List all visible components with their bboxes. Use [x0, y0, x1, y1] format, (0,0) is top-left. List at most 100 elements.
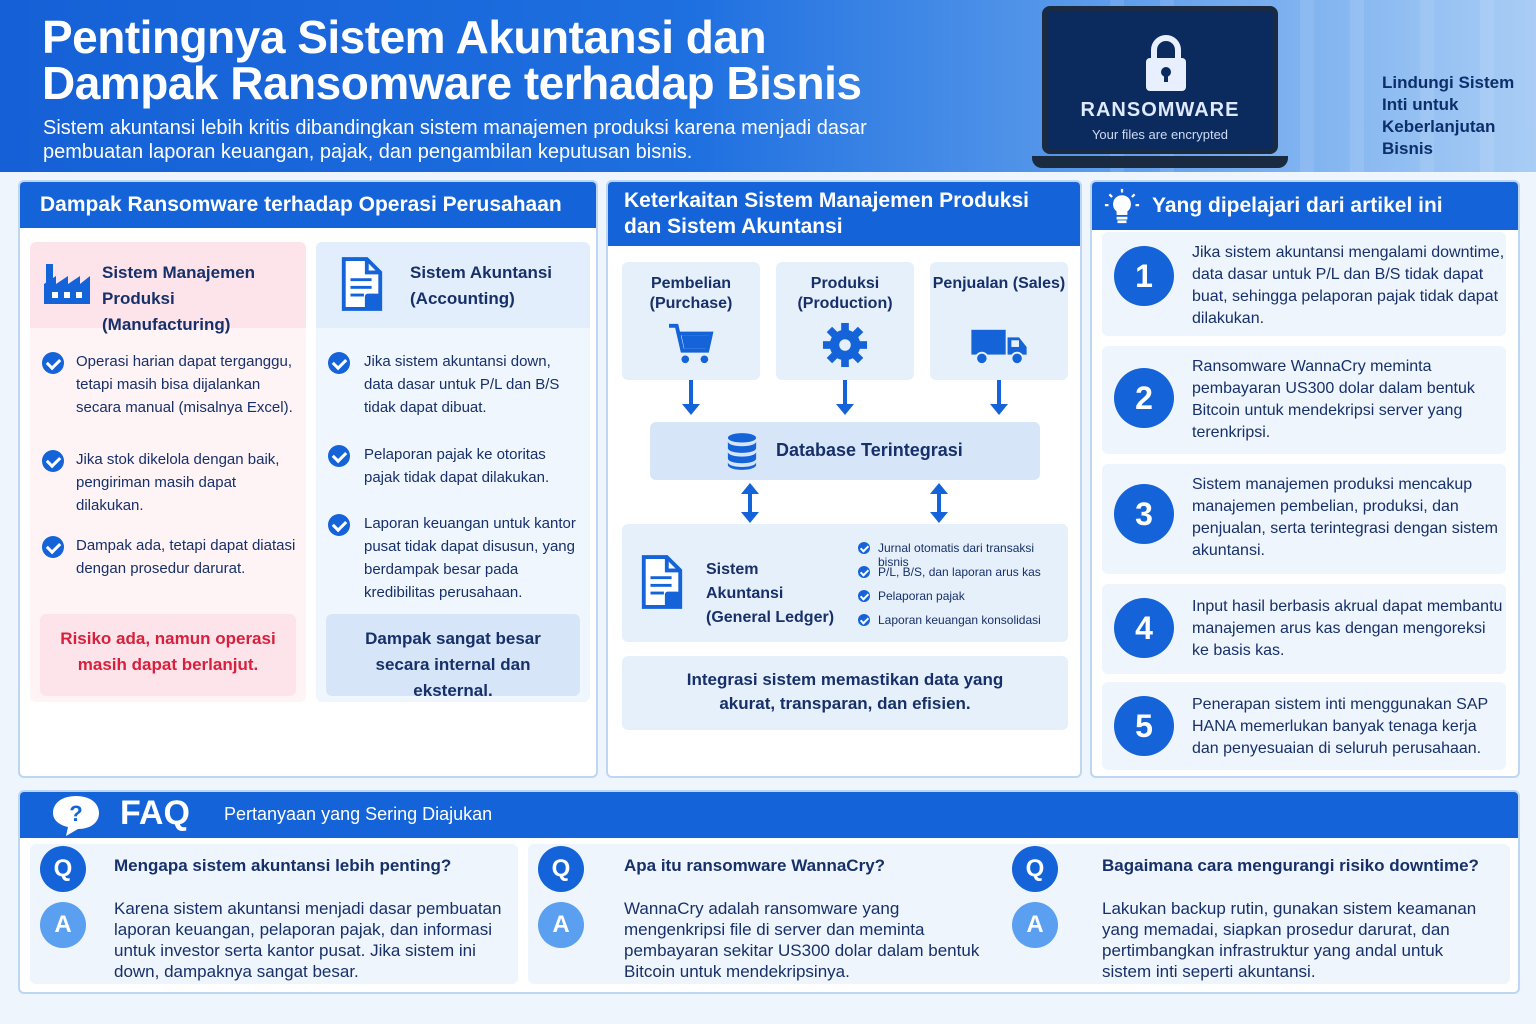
question-marker: Q: [1012, 846, 1058, 892]
page-subtitle: Sistem akuntansi lebih kritis dibandingk…: [43, 117, 867, 163]
ledger-item: P/L, B/S, dan laporan arus kas: [878, 565, 1041, 579]
faq-item: Q Apa itu ransomware WannaCry? A WannaCr…: [528, 844, 1016, 984]
learn-number: 5: [1114, 696, 1174, 756]
faq-question: Mengapa sistem akuntansi lebih penting?: [114, 856, 452, 875]
arrow-down-icon: [682, 380, 700, 415]
header-banner: Pentingnya Sistem Akuntansi dan Dampak R…: [0, 0, 1536, 172]
faq-answer: WannaCry adalah ransomware yang mengenkr…: [624, 899, 980, 981]
database-label: Database Terintegrasi: [776, 440, 963, 460]
page-title: Pentingnya Sistem Akuntansi dan Dampak R…: [42, 11, 862, 109]
faq-title: FAQ: [120, 794, 190, 832]
learn-item: 1 Jika sistem akuntansi mengalami downti…: [1102, 232, 1506, 336]
ledger-label: Sistem Akuntansi (General Ledger): [706, 561, 835, 626]
answer-marker: A: [1012, 902, 1058, 948]
faq-answer: Karena sistem akuntansi menjadi dasar pe…: [114, 899, 502, 981]
arrow-updown-icon: [930, 483, 948, 523]
learn-item: 2 Ransomware WannaCry meminta pembayaran…: [1102, 346, 1506, 454]
lock-icon: [1146, 35, 1186, 91]
impact-panel: Dampak Ransomware terhadap Operasi Perus…: [18, 180, 598, 778]
faq-answer: Lakukan backup rutin, gunakan sistem kea…: [1102, 899, 1477, 981]
check-icon: [328, 514, 350, 536]
learn-number: 1: [1114, 246, 1174, 306]
truck-icon: [971, 329, 1027, 366]
ledger-item: Jurnal otomatis dari transaksi bisnis: [878, 541, 1035, 569]
database-icon: [727, 433, 757, 470]
ledger-icon: [641, 555, 683, 609]
faq-header: ? FAQ Pertanyaan yang Sering Diajukan: [20, 792, 1518, 838]
faq-question: Apa itu ransomware WannaCry?: [624, 856, 886, 875]
check-icon: [42, 536, 64, 558]
integration-panel: Keterkaitan Sistem Manajemen Produksi da…: [606, 180, 1082, 778]
arrow-updown-icon: [741, 483, 759, 523]
ransomware-screen-title: RANSOMWARE: [1080, 99, 1240, 121]
factory-icon: [44, 264, 90, 304]
check-icon: [42, 352, 64, 374]
faq-question: Bagaimana cara mengurangi risiko downtim…: [1102, 856, 1479, 875]
ransomware-laptop-illustration: RANSOMWARE Your files are encrypted: [1042, 6, 1278, 154]
learn-text: Penerapan sistem inti menggunakan SAP HA…: [1192, 696, 1488, 757]
arrow-down-icon: [990, 380, 1008, 415]
learn-panel-title: Yang dipelajari dari artikel ini: [1092, 182, 1518, 230]
answer-marker: A: [538, 902, 584, 948]
learn-number: 3: [1114, 484, 1174, 544]
check-icon: [858, 566, 870, 578]
ransomware-screen-subtitle: Your files are encrypted: [1091, 127, 1229, 142]
integration-conclusion: Integrasi sistem memastikan data yang ak…: [622, 656, 1068, 730]
check-icon: [858, 614, 870, 626]
accounting-title: Sistem Akuntansi (Accounting): [410, 263, 553, 308]
manufacturing-item: Dampak ada, tetapi dapat diatasi dengan …: [76, 537, 296, 577]
flow-sales-label: Penjualan (Sales): [932, 275, 1066, 292]
arrow-down-icon: [836, 380, 854, 415]
learn-number: 4: [1114, 598, 1174, 658]
flow-sales: Penjualan (Sales): [930, 262, 1068, 380]
question-marker: Q: [40, 846, 86, 892]
manufacturing-card: Sistem Manajemen Produksi (Manufacturing…: [30, 242, 306, 702]
flow-purchase-label: Pembelian (Purchase): [649, 275, 733, 312]
lightbulb-icon: [1104, 188, 1140, 224]
learn-item: 3 Sistem manajemen produksi mencakup man…: [1102, 464, 1506, 574]
title-line-2: Dampak Ransomware terhadap Bisnis: [42, 57, 862, 109]
check-icon: [328, 445, 350, 467]
protect-note: Lindungi Sistem Inti untuk Keberlanjutan…: [1382, 73, 1515, 158]
flow-purchase: Pembelian (Purchase): [622, 262, 760, 380]
question-marker: Q: [538, 846, 584, 892]
check-icon: [858, 590, 870, 602]
ledger-item: Laporan keuangan konsolidasi: [878, 613, 1041, 627]
accounting-item: Pelaporan pajak ke otoritas pajak tidak …: [364, 446, 550, 486]
learn-text: Jika sistem akuntansi mengalami downtime…: [1192, 244, 1505, 327]
check-icon: [328, 352, 350, 374]
faq-item: Q Bagaimana cara mengurangi risiko downt…: [1002, 844, 1510, 984]
laptop-base: [1032, 156, 1288, 168]
manufacturing-item: Operasi harian dapat terganggu, tetapi m…: [76, 353, 293, 416]
accounting-card: Sistem Akuntansi (Accounting) Jika siste…: [316, 242, 590, 702]
integrated-database: Database Terintegrasi: [650, 422, 1040, 480]
impact-panel-title: Dampak Ransomware terhadap Operasi Perus…: [20, 182, 596, 228]
cart-icon: [669, 323, 714, 364]
accounting-item: Laporan keuangan untuk kantor pusat tida…: [364, 515, 576, 601]
faq-item: Q Mengapa sistem akuntansi lebih penting…: [30, 844, 518, 984]
faq-subtitle: Pertanyaan yang Sering Diajukan: [224, 804, 493, 824]
chat-question-icon: ?: [53, 796, 99, 836]
learn-panel: Yang dipelajari dari artikel ini 1 Jika …: [1090, 180, 1520, 778]
learn-text: Sistem manajemen produksi mencakup manaj…: [1192, 476, 1498, 559]
manufacturing-header: Sistem Manajemen Produksi (Manufacturing…: [30, 242, 306, 334]
learn-item: 5 Penerapan sistem inti menggunakan SAP …: [1102, 682, 1506, 770]
check-icon: [42, 450, 64, 472]
faq-section: ? FAQ Pertanyaan yang Sering Diajukan Q …: [18, 790, 1520, 994]
accounting-header: Sistem Akuntansi (Accounting): [316, 242, 590, 328]
learn-item: 4 Input hasil berbasis akrual dapat memb…: [1102, 584, 1506, 674]
manufacturing-summary: Risiko ada, namun operasi masih dapat be…: [40, 614, 296, 696]
ledger-item: Pelaporan pajak: [878, 589, 965, 603]
answer-marker: A: [40, 902, 86, 948]
learn-text: Input hasil berbasis akrual dapat memban…: [1192, 598, 1503, 659]
title-line-1: Pentingnya Sistem Akuntansi dan: [42, 11, 767, 63]
flow-production-label: Produksi (Production): [797, 275, 893, 312]
learn-text: Ransomware WannaCry meminta pembayaran U…: [1192, 358, 1475, 441]
integration-panel-title: Keterkaitan Sistem Manajemen Produksi da…: [608, 182, 1080, 246]
manufacturing-title: Sistem Manajemen Produksi (Manufacturing…: [102, 263, 256, 334]
learn-number: 2: [1114, 368, 1174, 428]
flow-production: Produksi (Production): [776, 262, 914, 380]
accounting-item: Jika sistem akuntansi down, data dasar u…: [364, 353, 560, 416]
check-icon: [858, 542, 870, 554]
general-ledger-box: Sistem Akuntansi (General Ledger) Jurnal…: [622, 524, 1068, 642]
